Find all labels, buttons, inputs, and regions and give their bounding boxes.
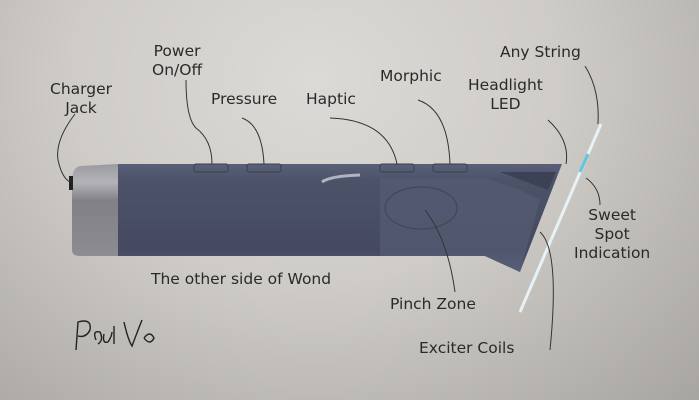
label-line: Indication [574,244,651,262]
label-line: Spot [594,225,630,243]
label-pressure: Pressure [211,90,278,108]
label-line: LED [490,95,521,113]
label-line: Charger [50,80,112,98]
label-line: Jack [65,99,97,117]
label-other-side: The other side of Wond [151,270,332,288]
sweet-spot-highlight [578,153,590,173]
signature [75,319,155,351]
label-line: Sweet [588,206,636,224]
leader-lines [57,65,601,351]
label-morphic: Morphic [380,67,442,85]
label-any-string: Any String [500,43,581,61]
label-exciter-coils: Exciter Coils [419,339,515,357]
label-line: Headlight [468,76,543,94]
label-line: On/Off [152,61,203,79]
label-line: Power [153,42,201,60]
label-pinch-zone: Pinch Zone [390,295,476,313]
label-haptic: Haptic [306,90,356,108]
wond-device [69,163,562,272]
pinch-zone-marker [384,186,458,230]
